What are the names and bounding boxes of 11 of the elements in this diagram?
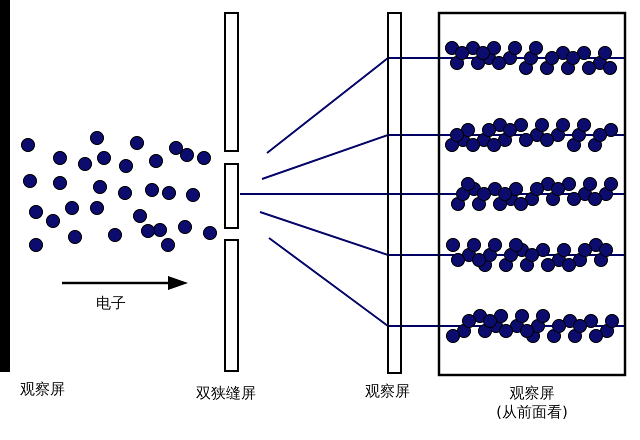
screen-note: (从前面看) (495, 403, 569, 422)
screen-label: 双狭缝屏 (196, 384, 256, 403)
ray-line (268, 237, 624, 327)
screen-label: 观察屏 (508, 384, 556, 403)
ray-line (260, 211, 624, 256)
ray-line (266, 57, 624, 154)
screen-label: 观察屏 (365, 382, 410, 401)
screen-label: 观察屏 (20, 380, 65, 399)
ray-line (262, 134, 624, 180)
ray-line (240, 193, 624, 195)
particle-label: 电子 (96, 294, 126, 313)
